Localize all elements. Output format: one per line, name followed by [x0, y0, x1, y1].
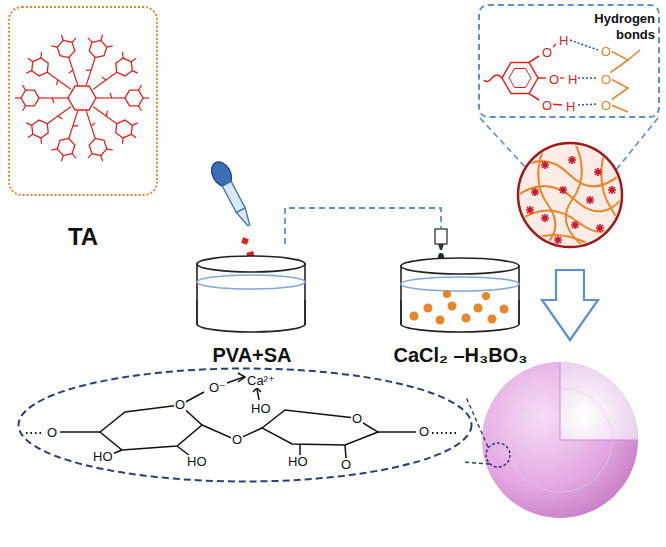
solution-label: TA	[10, 224, 156, 250]
atom-label: O⁻	[208, 381, 227, 395]
hydrogen-bond-box: Hydrogen bondsOHOHOHOOO	[478, 4, 660, 118]
atom-label: H	[558, 34, 569, 48]
atom-label: O	[600, 99, 612, 113]
atom-label: H	[565, 100, 576, 114]
atom-label: O	[541, 46, 553, 60]
atom-label: HO	[186, 455, 208, 469]
solution-label: CaCl₂ –H₃BO₃	[383, 344, 538, 366]
atom-label: O	[541, 99, 553, 113]
beaker-cacl2-h3bo3: CaCl₂ –H₃BO₃	[383, 228, 538, 366]
atom-label: O	[548, 73, 560, 87]
atom-label: O	[174, 398, 186, 412]
atom-label: O	[418, 425, 430, 439]
ellipse-outline	[17, 367, 473, 483]
atom-label: O	[340, 458, 352, 472]
atom-label: O	[46, 426, 58, 440]
atom-label: HO	[250, 402, 272, 416]
atom-label: O	[600, 45, 612, 59]
atom-label: O	[351, 412, 363, 426]
atom-label: O	[231, 433, 243, 447]
solution-label: PVA+SA	[192, 344, 312, 366]
atom-label: H	[567, 73, 578, 87]
atom-label: O	[600, 73, 612, 87]
atom-label: HO	[92, 450, 114, 464]
atom-label: HO	[287, 455, 309, 469]
atom-label: Ca²⁺	[246, 374, 276, 388]
tannic-acid-box: TA	[8, 6, 158, 196]
alginate-structure-ellipse: Ca²⁺ O⁻ O HO O HO HO O O HO O O	[17, 367, 473, 483]
process-connector	[285, 208, 441, 244]
beaker-pva-sa: PVA+SA	[192, 244, 312, 366]
heading-label: Hydrogen bonds	[575, 11, 655, 42]
